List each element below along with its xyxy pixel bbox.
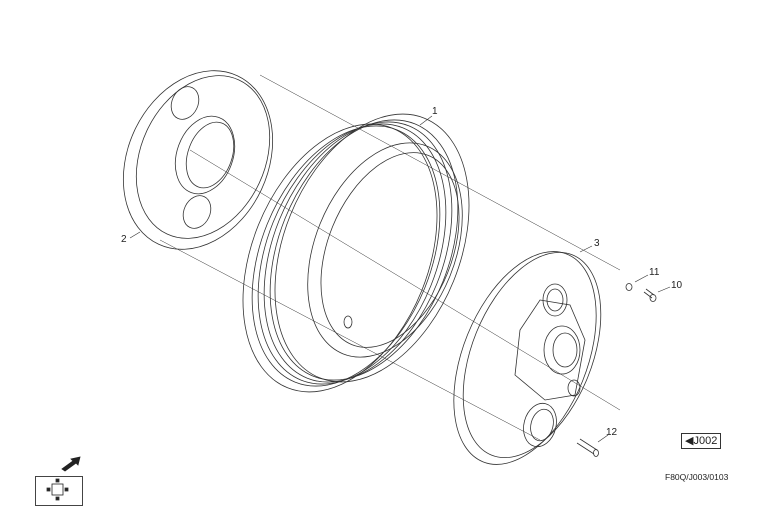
reference-tag-link[interactable]: ◀J002 bbox=[681, 433, 722, 449]
drawing-code: F80Q/J003/0103 bbox=[665, 472, 729, 482]
label-part-12: 12 bbox=[606, 427, 618, 438]
label-part-10: 10 bbox=[671, 280, 683, 291]
navigation-map-icon[interactable] bbox=[46, 478, 69, 501]
small-parts bbox=[576, 283, 657, 457]
navigation-map-frame[interactable] bbox=[35, 476, 83, 506]
triangle-left-icon: ◀ bbox=[685, 435, 694, 447]
label-part-3: 3 bbox=[594, 238, 600, 249]
direction-arrow-icon bbox=[61, 456, 81, 472]
alignment-lines bbox=[159, 74, 621, 441]
part-2-flange-plate bbox=[122, 70, 274, 250]
label-part-11: 11 bbox=[649, 267, 660, 278]
label-part-2: 2 bbox=[121, 234, 127, 245]
part-1-pulley-wheel bbox=[242, 113, 470, 393]
leader-lines bbox=[129, 115, 671, 443]
part-3-cover bbox=[453, 251, 602, 465]
label-part-1: 1 bbox=[432, 106, 438, 117]
